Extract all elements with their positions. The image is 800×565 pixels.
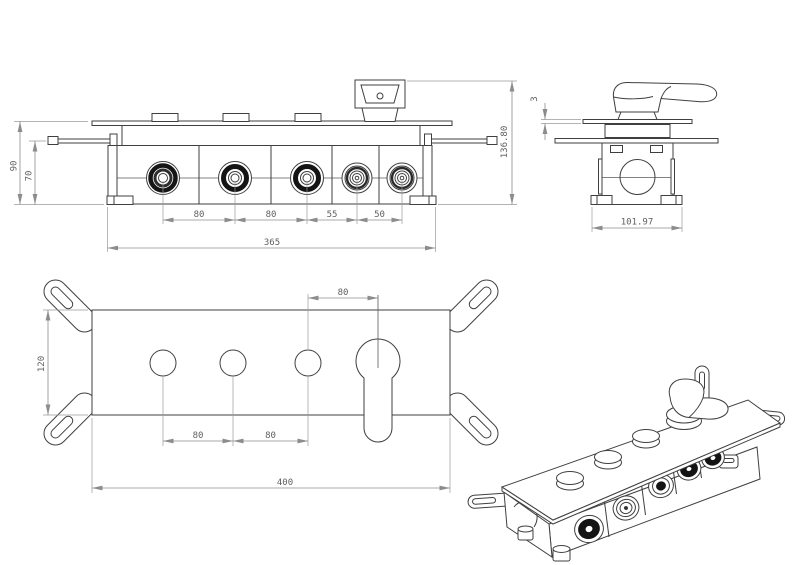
dim-front-width-overall: 365 bbox=[264, 238, 280, 248]
dim-side-plate-gap: 3 bbox=[530, 96, 540, 101]
foot-right bbox=[409, 195, 437, 205]
button-top-2 bbox=[222, 113, 250, 122]
side-bolt-right bbox=[650, 145, 663, 153]
faceplate-hole-2 bbox=[219, 349, 247, 377]
dim-front-spacing-2: 80 bbox=[266, 210, 277, 220]
mount-post-right bbox=[422, 145, 433, 197]
dim-faceplate-spacing-2: 80 bbox=[265, 431, 276, 441]
iso-button-2 bbox=[594, 450, 622, 470]
bracket-slot bbox=[468, 286, 492, 310]
dim-front-spacing-1: 80 bbox=[194, 210, 205, 220]
dim-faceplate-height: 120 bbox=[37, 356, 47, 372]
side-lever-handle bbox=[612, 81, 718, 113]
side-cartridge-circle bbox=[619, 159, 656, 195]
side-foot-right bbox=[660, 195, 683, 205]
side-hatched-faceplate bbox=[604, 124, 671, 138]
bracket-slot bbox=[50, 415, 74, 439]
keyhole-handle-cutout bbox=[355, 338, 401, 443]
iso-lever-handle bbox=[666, 378, 729, 430]
faceplate-hole-1 bbox=[149, 349, 177, 377]
dim-front-height-total: 136.80 bbox=[500, 126, 510, 159]
handle-box-front bbox=[354, 79, 406, 109]
foot-left bbox=[106, 195, 134, 205]
isometric-view bbox=[467, 365, 786, 562]
dim-faceplate-width: 400 bbox=[277, 478, 293, 488]
side-foot-left bbox=[590, 195, 613, 205]
handle-stem-front bbox=[361, 107, 399, 122]
port-1 bbox=[146, 161, 180, 195]
faceplate-hole-3 bbox=[294, 349, 322, 377]
front-elevation-view: 90 70 80 80 55 50 365 136.80 bbox=[10, 79, 517, 252]
dim-side-body-width: 101.97 bbox=[621, 218, 654, 228]
trim-plate-edge bbox=[91, 120, 453, 126]
side-elevation-view: 3 101.97 bbox=[530, 81, 719, 232]
dim-front-spacing-4: 50 bbox=[374, 210, 385, 220]
side-bolt-left bbox=[610, 145, 623, 153]
side-trim-plate bbox=[582, 119, 693, 124]
wall-plate-right-tab bbox=[486, 136, 498, 145]
side-wall-plate bbox=[554, 138, 719, 144]
iso-button-1 bbox=[556, 471, 584, 491]
button-top-3 bbox=[294, 113, 322, 122]
dim-faceplate-handle-offset: 80 bbox=[338, 288, 349, 298]
iso-port-2 bbox=[612, 495, 640, 521]
button-top-1 bbox=[151, 113, 179, 122]
dim-faceplate-spacing-1: 80 bbox=[193, 431, 204, 441]
faceplate-view: 120 80 80 80 400 bbox=[37, 279, 499, 493]
iso-button-3 bbox=[632, 429, 660, 449]
wall-plate-right-edge bbox=[427, 138, 491, 144]
iso-port-1 bbox=[574, 514, 604, 544]
iso-body-left-face bbox=[503, 490, 553, 558]
dim-front-height-body: 70 bbox=[25, 171, 35, 182]
dim-front-height-overall: 90 bbox=[10, 161, 20, 172]
bracket-slot bbox=[50, 286, 74, 310]
faceplate-hatched-edge bbox=[121, 125, 421, 146]
mount-post-left bbox=[107, 145, 118, 197]
dim-front-spacing-3: 55 bbox=[327, 210, 338, 220]
wall-plate-left-tab bbox=[47, 136, 59, 145]
side-handle-escutcheon bbox=[617, 111, 658, 120]
